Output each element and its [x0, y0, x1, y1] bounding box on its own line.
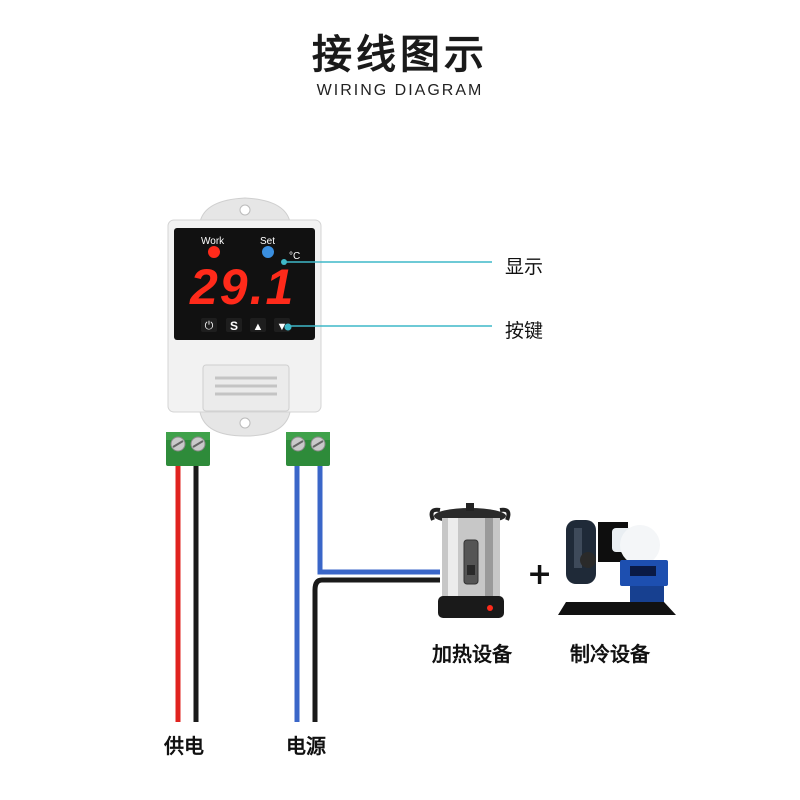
down-arrow-icon: ▼: [277, 321, 288, 333]
terminal-block-right: [286, 432, 330, 466]
temperature-controller: Work Set °C 29.1 ⏻ S ▲ ▼: [167, 197, 322, 437]
power-icon: ⏻: [205, 320, 214, 332]
page-title: 接线图示: [312, 32, 488, 78]
leader-dot-buttons: [284, 323, 292, 331]
work-indicator-led: [208, 246, 220, 258]
control-buttons: ⏻ S ▲ ▼: [201, 318, 290, 333]
terminal-block-left: [166, 432, 210, 466]
set-indicator-led: [262, 246, 274, 258]
cooling-device-image: [558, 520, 676, 615]
wire-blue-to-device: [317, 462, 440, 575]
callout-buttons: 按键: [505, 320, 544, 342]
set-label: Set: [260, 236, 275, 247]
set-button[interactable]: [226, 318, 242, 332]
set-button-label: S: [230, 319, 238, 333]
power-supply-label: 供电: [164, 734, 204, 758]
up-button[interactable]: [250, 318, 266, 332]
temperature-display: 29.1: [189, 259, 295, 315]
unit-label: °C: [289, 251, 300, 262]
work-label: Work: [201, 236, 225, 247]
heating-device-label: 加热设备: [432, 642, 512, 666]
page-subtitle: WIRING DIAGRAM: [316, 82, 484, 99]
power-source-label: 电源: [286, 734, 326, 758]
power-button[interactable]: [201, 318, 217, 332]
cooling-device-label: 制冷设备: [570, 642, 650, 666]
leader-dot-display: [281, 259, 287, 265]
callout-display: 显示: [505, 256, 544, 278]
plus-sign: +: [527, 557, 553, 592]
wire-black-right: [312, 577, 440, 722]
heating-device-image: [429, 503, 511, 618]
wires: [175, 462, 440, 722]
up-arrow-icon: ▲: [253, 321, 264, 333]
